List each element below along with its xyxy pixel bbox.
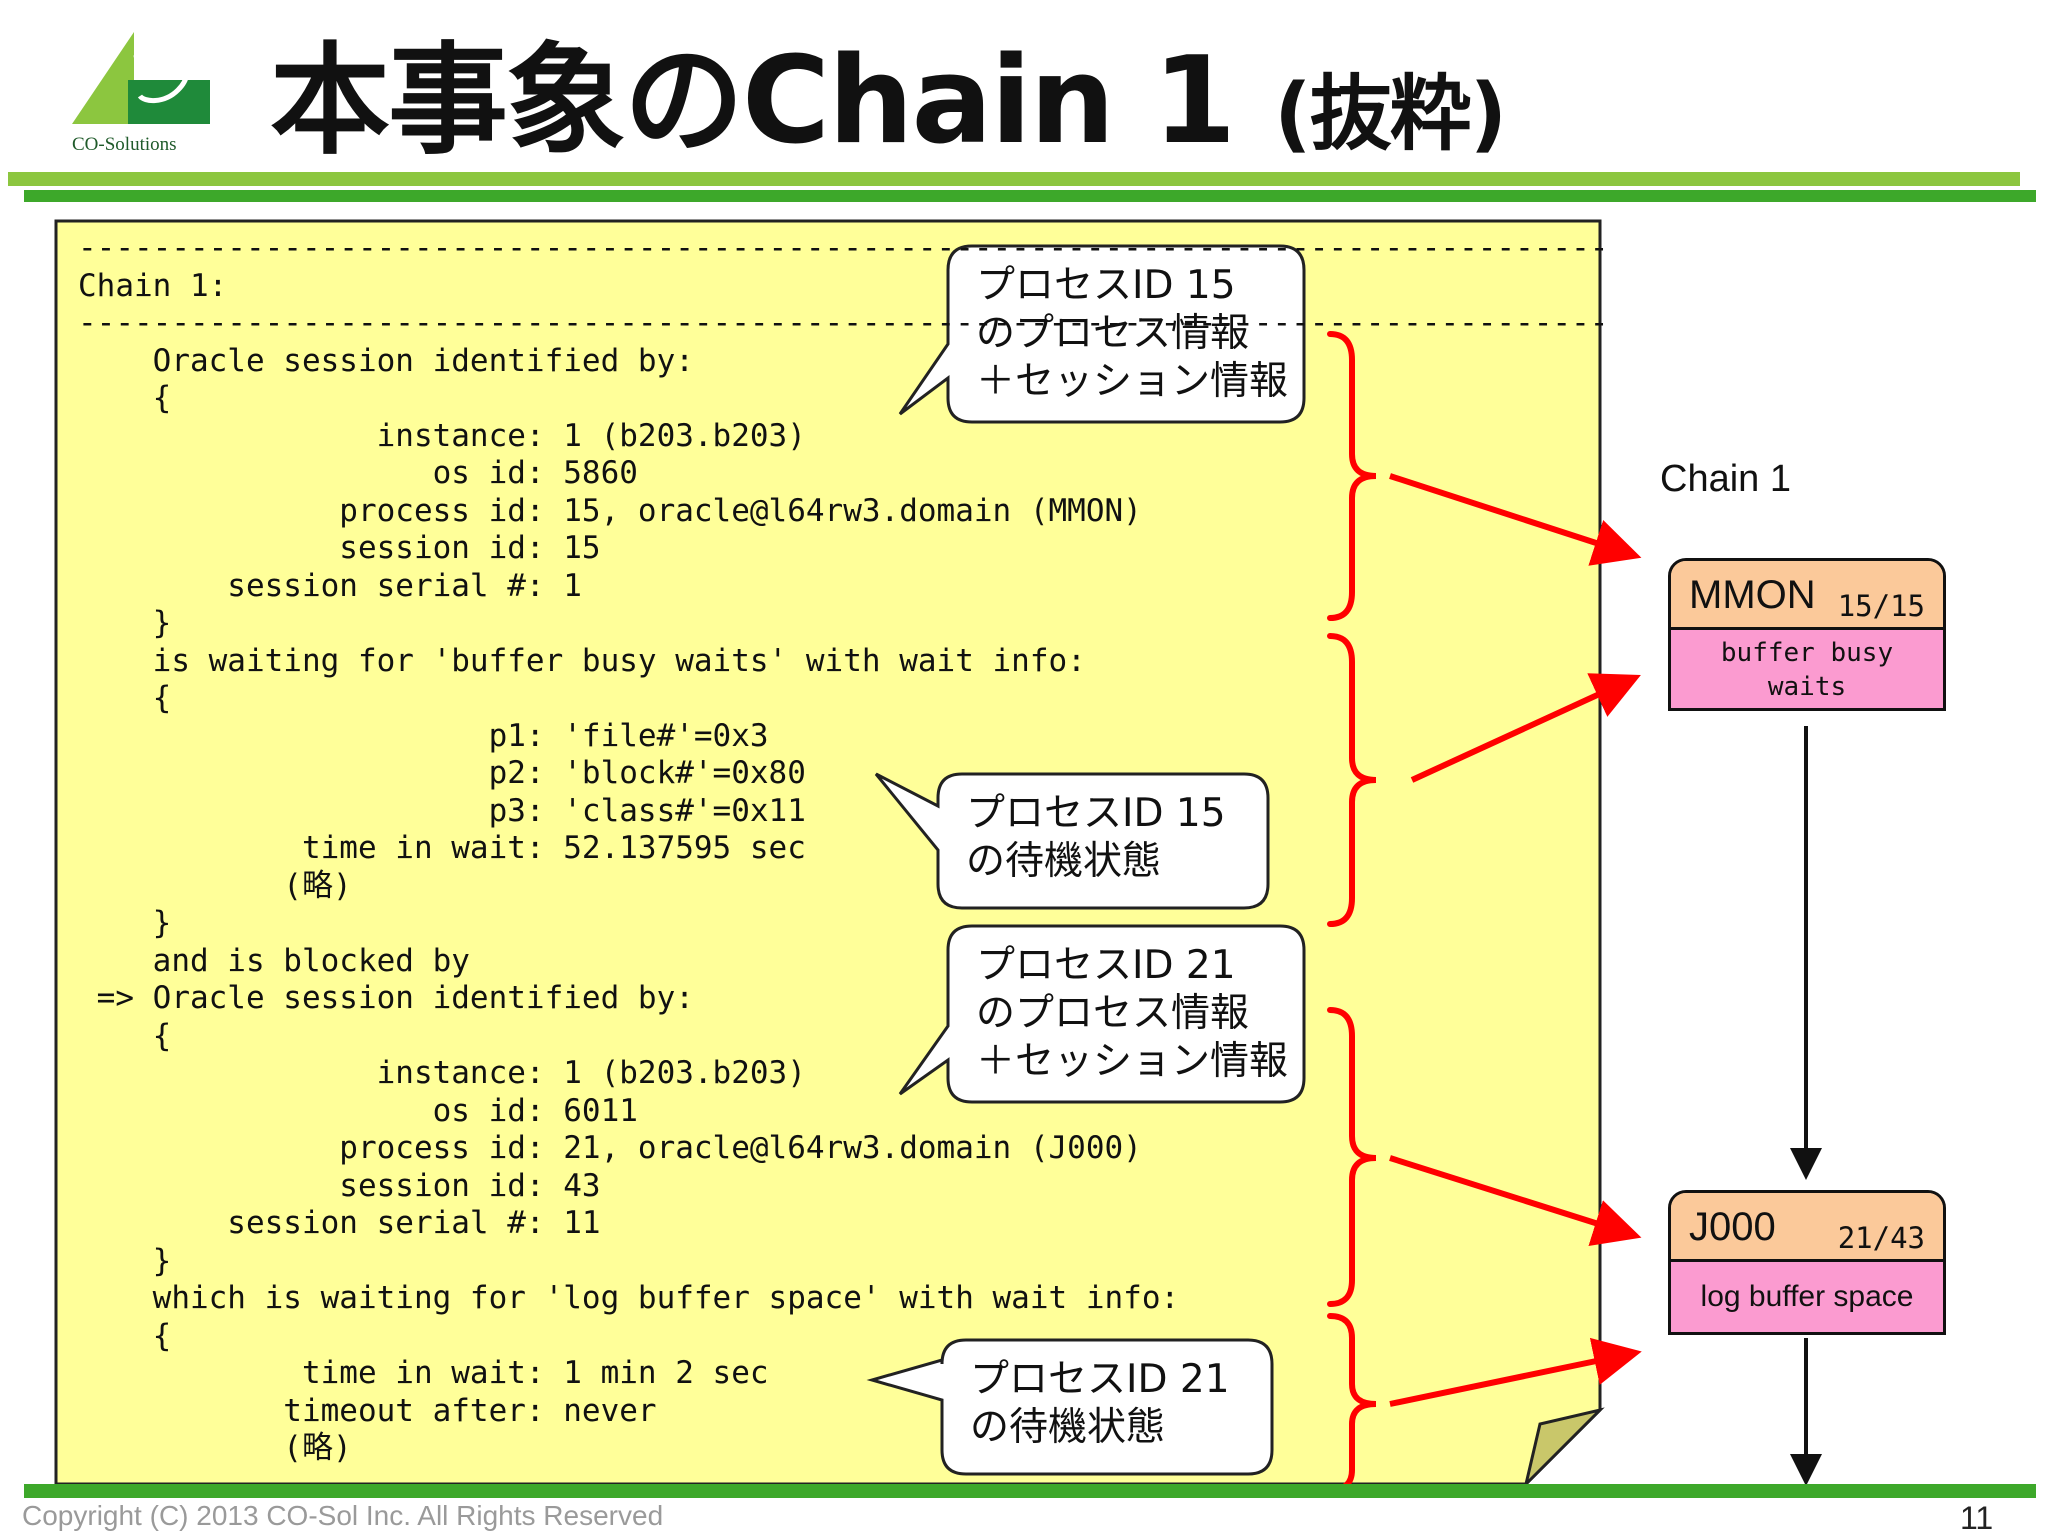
brace-2 (1327, 633, 1377, 927)
callout-bubble-4 (866, 1338, 1274, 1476)
brace-1 (1327, 331, 1377, 621)
brace-3 (1327, 1007, 1377, 1307)
code-line: is waiting for 'buffer busy waits' with … (78, 642, 1086, 679)
code-line: ----------------------------------------… (78, 305, 1609, 341)
trace-code: ----------------------------------------… (78, 230, 1608, 1468)
node-wait-event: log buffer space (1671, 1262, 1943, 1332)
code-line: } (78, 605, 172, 641)
node-header: J000 21/43 (1671, 1193, 1943, 1262)
code-line: session id: 43 (78, 1167, 601, 1204)
header-band-dark (24, 190, 2036, 202)
callout-1-line-2: のプロセス情報 (976, 311, 1250, 356)
chain-node-mmon: MMON 15/15 buffer busy waits (1668, 558, 1946, 711)
callout-4-line-1: プロセスID 21 (970, 1357, 1230, 1402)
callout-3-text: プロセスID 21 のプロセス情報 ＋セッション情報 (976, 942, 1288, 1086)
code-line: session id: 15 (78, 530, 601, 566)
code-line: process id: 21, oracle@l64rw3.domain (J0… (78, 1130, 1142, 1166)
callout-bubble-2 (874, 772, 1270, 910)
node-process-name: MMON (1689, 573, 1816, 617)
callout-3-line-2: のプロセス情報 (976, 991, 1250, 1036)
sticky-note-fold (1523, 1407, 1605, 1489)
node-process-ids: 15/15 (1837, 589, 1925, 623)
arrow-wait-21 (1389, 1337, 1642, 1407)
callout-1-line-3: ＋セッション情報 (976, 359, 1289, 404)
code-line: and is blocked by (78, 942, 470, 979)
title-main: 本事象のChain 1 (270, 32, 1236, 171)
footer-band (24, 1484, 2036, 1498)
brace-4 (1327, 1313, 1377, 1493)
code-line: p1: 'file#'=0x3 (78, 717, 769, 754)
page-number: 11 (1960, 1500, 1994, 1536)
header-band-light (8, 172, 2020, 186)
code-line: instance: 1 (b203.b203) (78, 417, 806, 454)
code-line: => Oracle session identified by: (78, 980, 694, 1016)
arrow-wait-15 (1410, 673, 1641, 783)
node-header: MMON 15/15 (1671, 561, 1943, 630)
code-line: os id: 6011 (78, 1092, 638, 1129)
code-line: time in wait: 1 min 2 sec (78, 1355, 769, 1391)
code-line: p2: 'block#'=0x80 (78, 755, 806, 791)
page-title: 本事象のChain 1 (抜粋) (270, 22, 1507, 182)
copyright-text: Copyright (C) 2013 CO-Sol Inc. All Right… (22, 1500, 664, 1531)
chain-node-j000: J000 21/43 log buffer space (1668, 1190, 1946, 1335)
code-line: Chain 1: (78, 267, 228, 304)
code-line: process id: 15, oracle@l64rw3.domain (MM… (78, 492, 1142, 529)
company-logo: CO-Solutions (72, 32, 210, 155)
code-line: p3: 'class#'=0x11 (78, 792, 806, 829)
code-line: { (78, 1017, 172, 1054)
callout-bubble-3 (898, 924, 1306, 1104)
code-line: session serial #: 1 (78, 567, 582, 604)
code-line: which is waiting for 'log buffer space' … (78, 1280, 1180, 1316)
code-line: { (78, 1317, 172, 1354)
logo-text: CO-Solutions (72, 134, 177, 155)
node-wait-line-2: waits (1767, 672, 1847, 702)
code-line: timeout after: never (78, 1392, 657, 1429)
code-line: ----------------------------------------… (78, 230, 1609, 266)
code-line: (略) (78, 1430, 352, 1466)
code-line: session serial #: 11 (78, 1205, 601, 1241)
code-line: { (78, 680, 172, 716)
code-line: } (78, 905, 172, 941)
callout-3-line-1: プロセスID 21 (976, 943, 1236, 988)
callout-2-text: プロセスID 15 の待機状態 (966, 790, 1226, 886)
title-sub: (抜粋) (1274, 67, 1507, 162)
arrow-process-21 (1389, 1155, 1642, 1247)
callout-1-line-1: プロセスID 15 (976, 263, 1236, 308)
callout-2-line-2: の待機状態 (966, 839, 1162, 884)
node-process-name: J000 (1689, 1205, 1776, 1249)
code-line: instance: 1 (b203.b203) (78, 1055, 806, 1091)
node-wait-event: buffer busy waits (1671, 630, 1943, 708)
chain-label: Chain 1 (1660, 458, 1791, 500)
callout-4-line-2: の待機状態 (970, 1405, 1166, 1450)
code-line: os id: 5860 (78, 455, 638, 491)
callout-2-line-1: プロセスID 15 (966, 791, 1226, 836)
node-wait-line-1: buffer busy (1720, 638, 1894, 668)
code-line: time in wait: 52.137595 sec (78, 830, 806, 866)
code-line: Oracle session identified by: (78, 342, 694, 379)
arrow-process-15 (1389, 473, 1642, 566)
callout-3-line-3: ＋セッション情報 (976, 1039, 1289, 1084)
callout-bubble-1 (898, 244, 1306, 424)
code-line: } (78, 1242, 172, 1279)
code-line: (略) (78, 867, 352, 904)
callout-1-text: プロセスID 15 のプロセス情報 ＋セッション情報 (976, 262, 1288, 406)
code-line: { (78, 380, 172, 416)
callout-4-text: プロセスID 21 の待機状態 (970, 1356, 1230, 1452)
node-process-ids: 21/43 (1837, 1221, 1925, 1255)
